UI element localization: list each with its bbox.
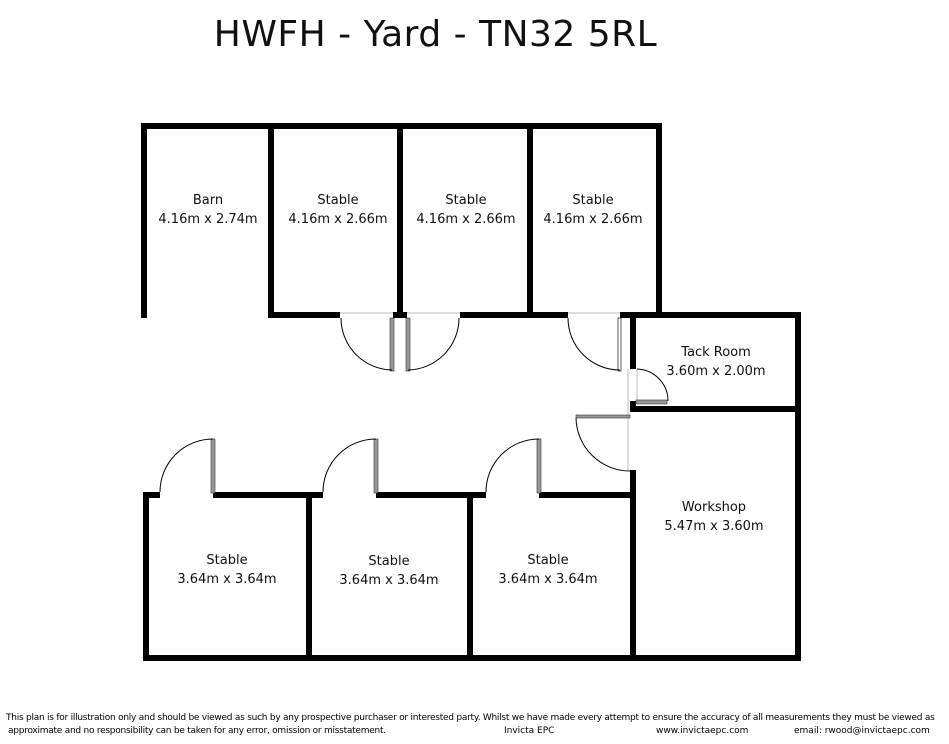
room-stable-bottom-3: Stable 3.64m x 3.64m <box>498 551 597 589</box>
room-stable-bottom-2: Stable 3.64m x 3.64m <box>339 552 438 590</box>
email-link[interactable]: email: rwood@invictaepc.com <box>794 726 930 736</box>
room-name: Barn <box>192 193 224 208</box>
room-size: 3.64m x 3.64m <box>177 572 277 587</box>
door-openings <box>340 312 638 470</box>
room-name: Stable <box>527 553 569 568</box>
door-lower-stable-2[interactable] <box>322 438 379 494</box>
room-size: 3.64m x 3.64m <box>498 572 598 587</box>
room-stable-top-1: Stable 4.16m x 2.66m <box>288 191 387 229</box>
room-name: Stable <box>317 193 359 208</box>
door-stable-2[interactable] <box>405 317 460 372</box>
room-name: Stable <box>572 193 614 208</box>
doors <box>159 317 669 494</box>
room-name: Stable <box>445 193 487 208</box>
room-name: Stable <box>368 554 410 569</box>
room-size: 5.47m x 3.60m <box>664 519 764 534</box>
room-tack-room: Tack Room 3.60m x 2.00m <box>666 343 765 381</box>
door-stable-1[interactable] <box>340 317 395 372</box>
door-lower-stable-1[interactable] <box>159 438 216 494</box>
website-link[interactable]: www.invictaepc.com <box>656 726 749 736</box>
door-tack-room[interactable] <box>635 368 669 405</box>
door-stable-3[interactable] <box>567 317 622 372</box>
company-name: Invicta EPC <box>504 726 555 736</box>
door-lower-stable-3[interactable] <box>485 438 542 494</box>
walls <box>141 123 801 661</box>
room-stable-bottom-1: Stable 3.64m x 3.64m <box>177 551 276 589</box>
room-name: Stable <box>206 553 248 568</box>
disclaimer-line-1: This plan is for illustration only and s… <box>6 713 935 723</box>
plan-title: HWFH - Yard - TN32 5RL <box>213 14 658 55</box>
room-size: 4.16m x 2.66m <box>288 212 388 227</box>
door-workshop[interactable] <box>575 414 631 472</box>
room-size: 4.16m x 2.66m <box>543 212 643 227</box>
room-workshop: Workshop 5.47m x 3.60m <box>664 498 763 536</box>
room-barn: Barn 4.16m x 2.74m <box>158 191 257 229</box>
room-name: Workshop <box>681 500 747 515</box>
room-size: 3.64m x 3.64m <box>339 573 439 588</box>
room-size: 3.60m x 2.00m <box>666 364 766 379</box>
room-size: 4.16m x 2.66m <box>416 212 516 227</box>
room-stable-top-3: Stable 4.16m x 2.66m <box>543 191 642 229</box>
room-name: Tack Room <box>681 345 751 360</box>
room-size: 4.16m x 2.74m <box>158 212 258 227</box>
room-stable-top-2: Stable 4.16m x 2.66m <box>416 191 515 229</box>
disclaimer-line-2: approximate and no responsibility can be… <box>8 726 386 736</box>
